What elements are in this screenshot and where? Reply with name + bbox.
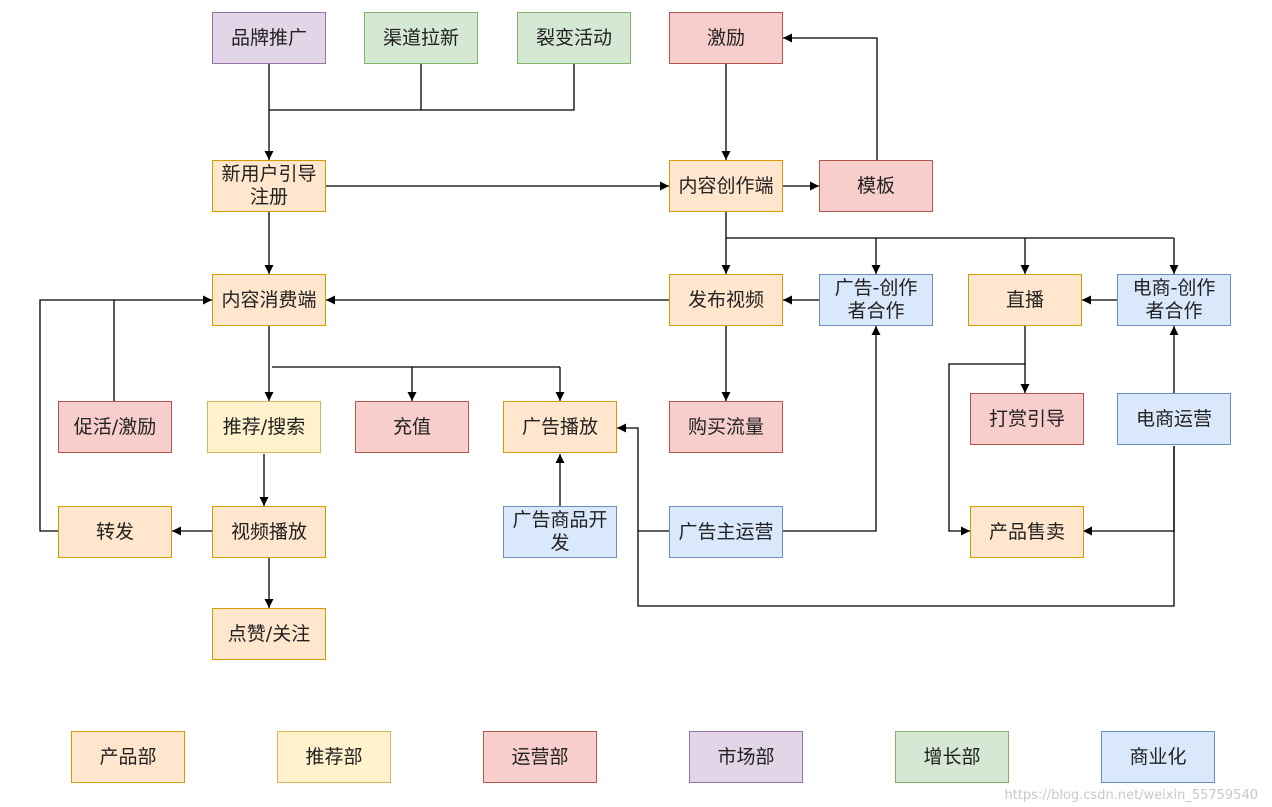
edge-advops-delivery-arrow	[617, 423, 639, 531]
node-product-sale: 产品售卖	[970, 506, 1084, 558]
node-like-follow: 点赞/关注	[212, 608, 326, 660]
edge-advops-to-adcoop	[783, 326, 881, 532]
node-incentive: 激励	[669, 12, 783, 64]
node-advertiser-ops: 广告主运营	[669, 506, 783, 558]
node-channel-acquisition: 渠道拉新	[364, 12, 478, 64]
node-live: 直播	[968, 274, 1082, 326]
node-promo-incentive: 促活/激励	[58, 401, 172, 453]
node-forward: 转发	[58, 506, 172, 558]
node-ad-delivery: 广告播放	[503, 401, 617, 453]
node-recommend-search: 推荐/搜索	[207, 401, 321, 453]
node-ecom-creator-coop: 电商-创作者合作	[1117, 274, 1231, 326]
node-fission-activity: 裂变活动	[517, 12, 631, 64]
node-video-play: 视频播放	[212, 506, 326, 558]
node-new-user-guide: 新用户引导注册	[212, 160, 326, 212]
edge-template-to-incentive	[783, 33, 878, 160]
node-consume-client: 内容消费端	[212, 274, 326, 326]
node-publish-video: 发布视频	[669, 274, 783, 326]
edge-advops-to-delivery	[637, 446, 1175, 607]
node-recharge: 充值	[355, 401, 469, 453]
legend-product-dept: 产品部	[71, 731, 185, 783]
node-ecom-ops: 电商运营	[1117, 393, 1231, 445]
legend-growth-dept: 增长部	[895, 731, 1009, 783]
edge-ecomops-to-sale	[1083, 446, 1175, 536]
edge-forward-to-consume	[39, 295, 212, 532]
node-ad-product-dev: 广告商品开发	[503, 506, 617, 558]
node-tip-guide: 打赏引导	[970, 393, 1084, 445]
node-creation-client: 内容创作端	[669, 160, 783, 212]
watermark: https://blog.csdn.net/weixin_55759540	[1004, 788, 1258, 803]
edge-live-to-sale	[948, 363, 1025, 536]
node-brand-promo: 品牌推广	[212, 12, 326, 64]
legend-ops-dept: 运营部	[483, 731, 597, 783]
legend-biz-dept: 商业化	[1101, 731, 1215, 783]
node-template: 模板	[819, 160, 933, 212]
node-buy-traffic: 购买流量	[669, 401, 783, 453]
node-ad-creator-coop: 广告-创作者合作	[819, 274, 933, 326]
edge-fission-merge	[269, 64, 575, 111]
legend-recommend-dept: 推荐部	[277, 731, 391, 783]
legend-market-dept: 市场部	[689, 731, 803, 783]
